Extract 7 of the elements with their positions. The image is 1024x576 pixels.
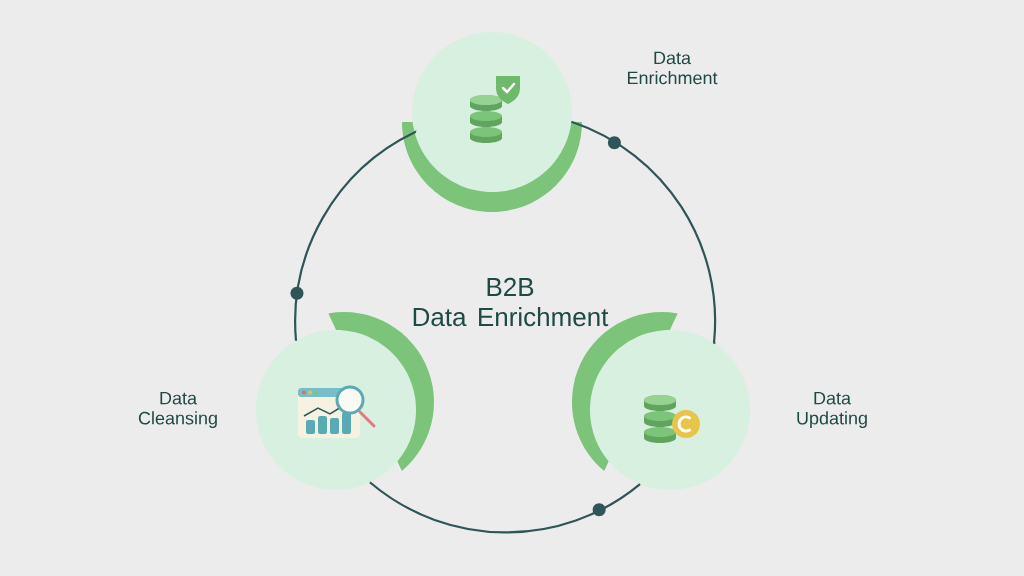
title: B2B Data Enrichment (413, 277, 609, 327)
connector (369, 481, 641, 534)
node-label: Data Updating (797, 391, 867, 429)
connector (571, 120, 717, 344)
node-label: Data Enrichment (627, 51, 718, 85)
node-label: Data Cleansing (138, 391, 217, 429)
connector (290, 131, 416, 341)
